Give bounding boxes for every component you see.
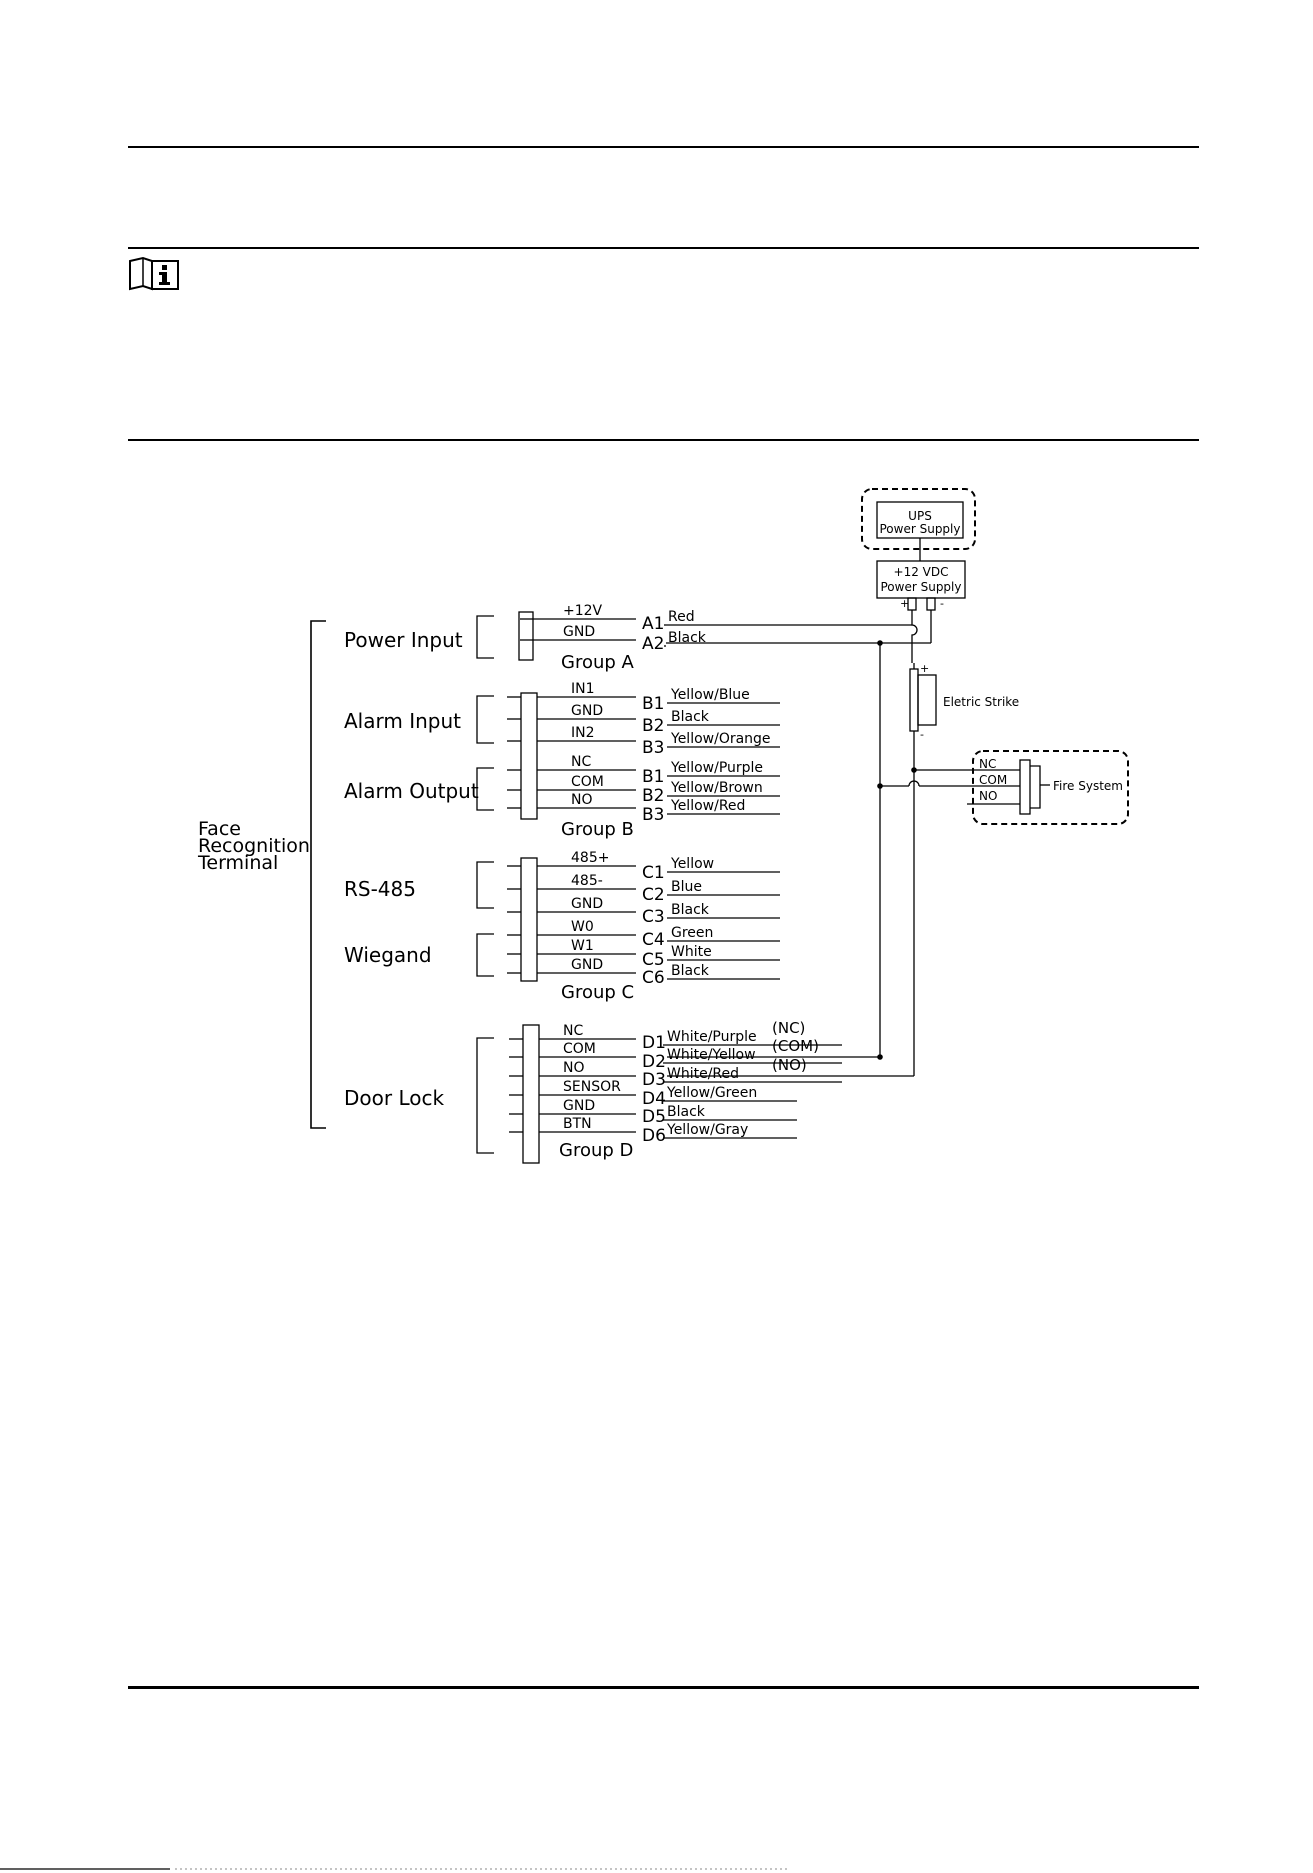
wire-color-label: Blue: [671, 879, 702, 895]
pin-label: D5: [642, 1107, 666, 1127]
wire-color-label: Yellow/Blue: [670, 687, 750, 703]
wire-note-label: (COM): [772, 1037, 819, 1055]
strike-label: Eletric Strike: [943, 695, 1019, 709]
wire-color-label: Red: [668, 609, 695, 625]
pin-label: D3: [642, 1070, 666, 1090]
psu-label-line-1: +12 VDC: [894, 565, 949, 579]
note-bottom-rule: [128, 439, 1199, 441]
signal-label: GND: [571, 957, 603, 973]
strike-plus-label: +: [920, 662, 929, 675]
section-power-input: Power Input: [344, 628, 463, 652]
signal-label: +12V: [563, 603, 603, 619]
pin-label: A1: [642, 614, 664, 634]
pin-label: C5: [642, 950, 665, 970]
psu-minus-label: -: [940, 597, 944, 610]
signal-label: IN2: [571, 725, 595, 741]
fire-terminal-no: NO: [979, 789, 997, 803]
note-top-rule: [128, 247, 1199, 249]
wire-color-label: White/Yellow: [667, 1047, 756, 1063]
signal-label: COM: [563, 1041, 596, 1057]
wire-color-label: White/Red: [667, 1066, 739, 1082]
signal-label: SENSOR: [563, 1079, 621, 1095]
pin-label: B3: [642, 805, 664, 825]
wire-color-label: Yellow/Gray: [666, 1122, 748, 1138]
section-alarm-output: Alarm Output: [344, 779, 479, 803]
pin-label: C1: [642, 863, 665, 883]
pin-label: D1: [642, 1033, 666, 1053]
wire-color-label: White: [671, 944, 712, 960]
wire-color-label: Yellow: [670, 856, 714, 872]
pin-label: A2: [642, 634, 664, 654]
signal-label: GND: [563, 1098, 595, 1114]
fire-terminal-nc: NC: [979, 757, 996, 771]
wire-color-label: Yellow/Red: [670, 798, 745, 814]
wire-color-label: Black: [668, 630, 707, 646]
signal-label: 485-: [571, 873, 603, 889]
wire-note-label: (NC): [772, 1019, 805, 1037]
pin-label: C4: [642, 930, 665, 950]
terminal-label-line-2: Recognition: [198, 835, 310, 857]
pin-label: D4: [642, 1089, 666, 1109]
fire-terminal-com: COM: [979, 773, 1007, 787]
wire-color-label: White/Purple: [667, 1029, 757, 1045]
wire-note-label: (NO): [772, 1056, 807, 1074]
terminal-label-line-1: Face: [198, 818, 241, 840]
pin-label: C6: [642, 968, 665, 988]
group-a-label: Group A: [561, 652, 635, 673]
wire-color-label: Black: [671, 963, 710, 979]
pin-label: D2: [642, 1052, 666, 1072]
group-d-label: Group D: [559, 1140, 633, 1161]
wire-color-label: Yellow/Orange: [670, 731, 771, 747]
section-door-lock: Door Lock: [344, 1086, 444, 1110]
strike-minus-label: -: [920, 728, 924, 741]
signal-label: NC: [571, 754, 591, 770]
section-rs485: RS-485: [344, 877, 416, 901]
pin-label: B2: [642, 786, 664, 806]
signal-label: GND: [571, 703, 603, 719]
signal-label: BTN: [563, 1116, 592, 1132]
signal-label: W1: [571, 938, 594, 954]
signal-label: W0: [571, 919, 594, 935]
psu-plus-label: +: [900, 597, 909, 610]
wire-color-label: Black: [671, 709, 710, 725]
signal-label: 485+: [571, 850, 609, 866]
pin-label: B3: [642, 738, 664, 758]
pin-label: C2: [642, 885, 665, 905]
pin-label: B1: [642, 694, 664, 714]
pin-label: D6: [642, 1126, 666, 1146]
section-wiegand: Wiegand: [344, 943, 432, 967]
wire-color-label: Yellow/Purple: [670, 760, 763, 776]
fire-system-label: Fire System: [1053, 779, 1123, 793]
pin-label: B2: [642, 716, 664, 736]
signal-label: NC: [563, 1023, 583, 1039]
footer-rule: [128, 1686, 1199, 1689]
pin-label: B1: [642, 767, 664, 787]
bottom-edge-marks: [0, 1868, 790, 1870]
signal-label: GND: [563, 624, 595, 640]
signal-label: COM: [571, 774, 604, 790]
wire-color-label: Green: [671, 925, 713, 941]
pin-label: C3: [642, 907, 665, 927]
header-rule: [128, 146, 1199, 148]
signal-label: NO: [563, 1060, 585, 1076]
ups-label-line-2: Power Supply: [880, 522, 961, 536]
wire-color-label: Yellow/Green: [666, 1085, 757, 1101]
signal-label: GND: [571, 896, 603, 912]
section-alarm-input: Alarm Input: [344, 709, 461, 733]
wire-color-label: Black: [667, 1104, 706, 1120]
terminal-label-line-3: Terminal: [197, 852, 278, 874]
signal-label: NO: [571, 792, 593, 808]
group-c-label: Group C: [561, 982, 634, 1003]
note-book-info-icon: [128, 256, 180, 292]
signal-label: IN1: [571, 681, 595, 697]
group-b-label: Group B: [561, 819, 634, 840]
wire-color-label: Yellow/Brown: [670, 780, 763, 796]
psu-label-line-2: Power Supply: [881, 580, 962, 594]
wire-color-label: Black: [671, 902, 710, 918]
ups-label-line-1: UPS: [908, 509, 932, 523]
